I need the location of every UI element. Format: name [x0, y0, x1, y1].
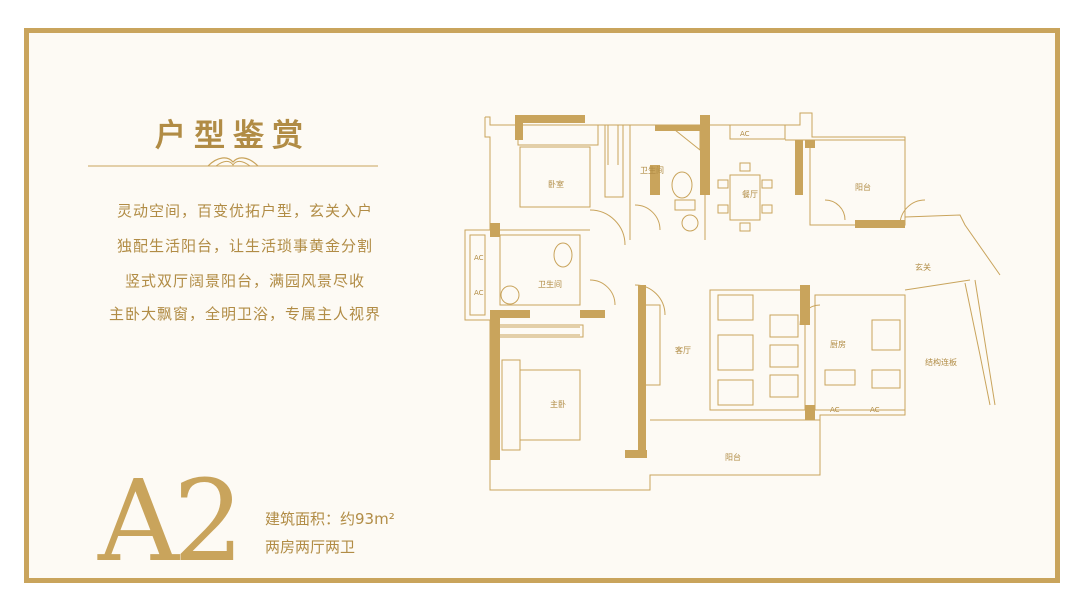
title-divider — [88, 157, 378, 167]
room-label-kitchen: 厨房 — [830, 339, 846, 349]
description-line-1: 灵动空间，百变优拓户型，玄关入户 — [116, 202, 373, 220]
unit-code: A2 — [98, 457, 244, 587]
layout-label: 两房两厅两卫 — [265, 538, 356, 556]
description-line-2: 独配生活阳台，让生活琐事黄金分割 — [116, 237, 373, 255]
room-label-balcony: 阳台 — [855, 182, 871, 192]
room-label-living: 客厅 — [675, 345, 691, 355]
floor-plan: AC AC AC AC AC 卧室 卫生间 餐厅 阳台 玄关 卫生间 客厅 厨房… — [464, 112, 1001, 491]
room-label-balcony: 阳台 — [725, 452, 741, 462]
description-line-4: 主卧大飘窗，全明卫浴，专属主人视界 — [108, 305, 381, 323]
ac-label: AC — [830, 406, 840, 414]
room-label-bedroom: 卧室 — [548, 179, 564, 189]
ac-label: AC — [740, 130, 750, 138]
room-label-master-bedroom: 主卧 — [550, 399, 566, 409]
room-label-dining: 餐厅 — [742, 190, 758, 199]
room-label-structure-slab: 结构连板 — [925, 357, 957, 367]
page-title: 户型鉴赏 — [155, 118, 311, 154]
ac-label: AC — [474, 254, 484, 262]
room-label-bathroom: 卫生间 — [538, 279, 562, 289]
room-label-bathroom: 卫生间 — [640, 165, 664, 175]
description-line-3: 竖式双厅阔景阳台，满园风景尽收 — [124, 272, 365, 290]
ac-label: AC — [870, 406, 880, 414]
ac-label: AC — [474, 289, 484, 297]
area-label: 建筑面积：约93m² — [265, 510, 395, 528]
room-label-entrance: 玄关 — [915, 262, 931, 272]
